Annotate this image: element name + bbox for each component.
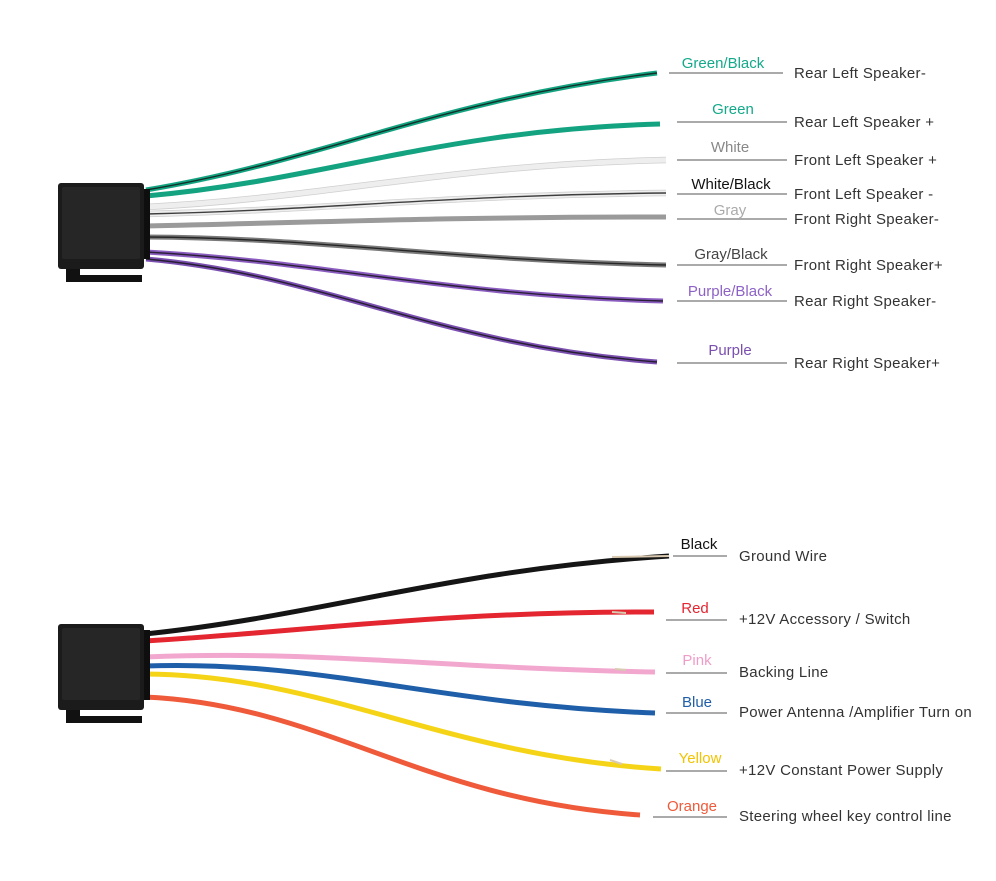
wire-color-label: Purple: [708, 342, 751, 359]
wire-gray-insulation: [145, 214, 667, 229]
wire-purple-black-stripe: [145, 251, 664, 302]
wire-color-label: Green/Black: [682, 55, 765, 72]
bottom-connector: [58, 624, 150, 723]
wire-green-black-insulation: [145, 70, 658, 193]
wire-function-label: Ground Wire: [739, 548, 827, 565]
wire-function-label: Rear Left Speaker-: [794, 65, 926, 82]
wire-color-label: White/Black: [691, 176, 771, 193]
wire-color-label: Pink: [682, 652, 712, 669]
stripped-wire-end: [609, 759, 623, 765]
wire-orange-insulation: [144, 694, 641, 818]
wire-purple-stripe: [145, 258, 658, 363]
wire-red-insulation: [144, 609, 655, 644]
wire-function-label: Front Right Speaker-: [794, 211, 939, 228]
wire-purple-black-insulation: [145, 249, 664, 304]
wire-color-label: Green: [712, 101, 754, 118]
wire-blue-insulation: [144, 662, 656, 716]
wire-green-black-stripe: [145, 72, 658, 191]
wire-color-label: Gray: [714, 202, 747, 219]
wire-function-label: +12V Constant Power Supply: [739, 762, 943, 779]
wire-function-label: Rear Right Speaker+: [794, 355, 940, 372]
stripped-wire-end: [611, 611, 627, 614]
wire-pink-insulation: [144, 652, 656, 675]
wire-function-label: Backing Line: [739, 664, 829, 681]
wire-white-black-stripe: [145, 192, 667, 215]
wire-yellow-insulation: [144, 671, 662, 772]
wire-red: Red +12V Accessory / Switch: [144, 600, 911, 644]
wire-function-label: Front Right Speaker+: [794, 257, 943, 274]
wire-color-label: Gray/Black: [694, 246, 768, 263]
stripped-wire-end: [614, 668, 627, 671]
wire-color-label: Black: [681, 536, 718, 553]
wire-function-label: +12V Accessory / Switch: [739, 611, 911, 628]
wire-function-label: Power Antenna /Amplifier Turn on: [739, 704, 972, 721]
wire-function-label: Front Left Speaker +: [794, 152, 937, 169]
wire-color-label: Orange: [667, 798, 717, 815]
wire-color-label: Blue: [682, 694, 712, 711]
wire-black-insulation: [144, 553, 670, 637]
wire-function-label: Rear Left Speaker +: [794, 114, 934, 131]
wire-function-label: Front Left Speaker -: [794, 186, 933, 203]
wire-color-label: Yellow: [679, 750, 722, 767]
wire-gray-black-stripe: [145, 236, 667, 266]
stripped-wire-end: [611, 555, 670, 558]
top-connector: [58, 183, 150, 282]
wire-purple-insulation: [145, 256, 658, 365]
wire-green-insulation: [145, 121, 661, 199]
wire-function-label: Steering wheel key control line: [739, 808, 952, 825]
wire-color-label: Red: [681, 600, 709, 617]
wire-yellow: Yellow +12V Constant Power Supply: [144, 671, 943, 779]
wire-color-label: White: [711, 139, 749, 156]
wire-function-label: Rear Right Speaker-: [794, 293, 936, 310]
wire-color-label: Purple/Black: [688, 283, 773, 300]
wire-white-insulation: [145, 157, 667, 210]
